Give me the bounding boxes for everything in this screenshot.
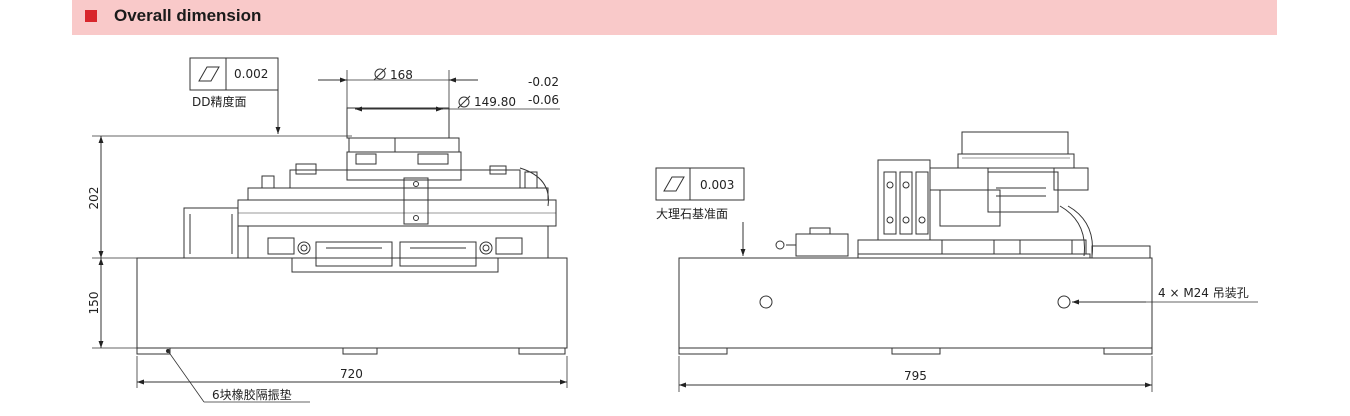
flatness-symbol-icon [663,176,685,192]
section-title: Overall dimension [114,6,262,25]
left-pad-label: 6块橡胶隔振垫 [212,387,292,402]
left-view: 0.002 DD精度面 168 149.80 -0.02 -0.0 [92,57,568,403]
header-square-icon [85,10,97,22]
left-diameter-outer: 168 [390,68,413,82]
left-flatness-frame [189,57,279,91]
left-height-base: 150 [87,292,101,315]
left-width: 720 [340,367,363,381]
right-view: 0.003 大理石基准面 [655,131,1258,392]
left-tolerance-lower: -0.06 [528,93,559,107]
section-header: Overall dimension [72,0,1277,35]
left-height-upper: 202 [87,187,101,210]
right-flatness-label: 大理石基准面 [656,207,728,221]
left-diameter-inner: 149.80 [474,95,516,109]
right-flatness-frame [655,167,745,201]
left-flatness-value: 0.002 [234,67,268,81]
right-flatness-value: 0.003 [700,178,734,192]
right-hole-label: 4 × M24 吊装孔 [1158,286,1249,300]
left-flatness-label: DD精度面 [192,94,246,109]
flatness-symbol-icon [198,66,220,82]
left-tolerance-upper: -0.02 [528,75,559,89]
diameter-symbol-icon [373,67,387,81]
diameter-symbol-icon [457,95,471,109]
right-width: 795 [904,369,927,383]
